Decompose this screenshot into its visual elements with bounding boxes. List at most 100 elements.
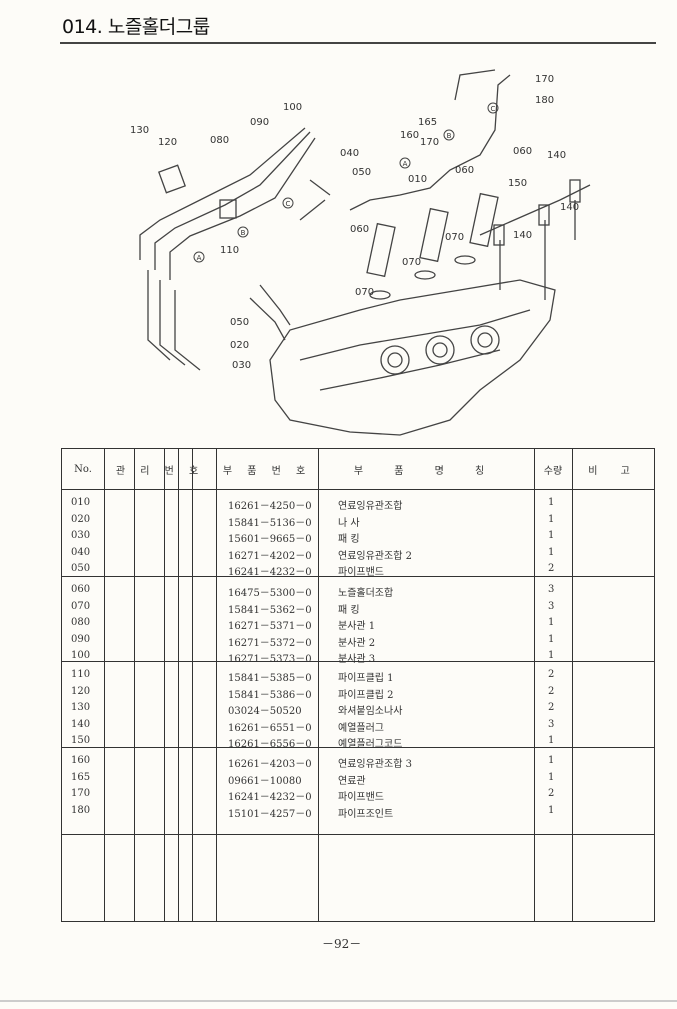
part-name: 파이프클립 1	[338, 673, 394, 684]
item-number: 170	[71, 788, 91, 799]
svg-text:140: 140	[547, 150, 566, 161]
quantity: 3	[548, 600, 555, 612]
table-row: 090 16271－5372－0 분사관 2 1	[62, 632, 654, 649]
part-number: 15101－4257－0	[228, 808, 312, 820]
quantity: 1	[548, 804, 555, 816]
item-number: 090	[71, 633, 91, 645]
item-number: 150	[71, 735, 91, 746]
quantity: 2	[548, 702, 555, 713]
nozzle-holder-2	[419, 207, 449, 263]
item-number: 060	[71, 584, 91, 595]
item-number: 110	[71, 669, 91, 680]
svg-text:040: 040	[340, 148, 359, 159]
svg-text:070: 070	[402, 257, 421, 268]
item-number: 120	[71, 685, 91, 697]
fuel-overflow-pipe	[349, 74, 511, 211]
item-number: 140	[71, 718, 91, 730]
injection-pipe-100	[169, 137, 316, 280]
header-quantity: 수량	[543, 465, 563, 477]
part-number: 15841－5386－0	[228, 689, 312, 701]
quantity: 1	[548, 617, 555, 628]
table-row: 110 15841－5385－0 파이프클립 1 2	[62, 667, 654, 684]
part-number: 15841－5136－0	[228, 517, 312, 529]
part-number: 16261－6556－0	[228, 739, 312, 750]
item-number: 010	[71, 497, 91, 508]
svg-text:140: 140	[560, 202, 579, 213]
quantity: 1	[548, 546, 555, 558]
part-number: 09661－10080	[228, 775, 302, 787]
part-number: 16271－4202－0	[228, 550, 312, 562]
header-part-name: 부 품 명 칭	[353, 465, 499, 477]
injection-pipe-080	[139, 127, 306, 260]
item-number: 050	[71, 563, 91, 574]
quantity: 2	[548, 788, 555, 799]
part-number: 16271－5373－0	[228, 654, 312, 665]
part-number: 15601－9665－0	[228, 534, 312, 545]
part-number: 16261－4250－0	[228, 501, 312, 512]
svg-text:160: 160	[400, 130, 419, 141]
svg-text:A: A	[403, 160, 408, 168]
svg-text:150: 150	[508, 178, 527, 189]
svg-text:120: 120	[158, 137, 177, 148]
item-number: 030	[71, 530, 91, 541]
title-underline	[60, 42, 656, 44]
table-row: 140 16261－6551－0 예열플러그 3	[62, 717, 654, 734]
svg-text:170: 170	[535, 74, 554, 85]
part-name: 와셔붙임소나사	[338, 706, 403, 717]
item-number: 100	[71, 650, 91, 661]
part-number: 16271－5372－0	[228, 637, 312, 649]
svg-text:B: B	[447, 132, 452, 140]
item-number: 165	[71, 771, 91, 783]
svg-text:020: 020	[230, 340, 249, 351]
part-name: 예열플러그	[338, 722, 384, 734]
nozzle-holder-1	[366, 222, 396, 278]
svg-text:070: 070	[355, 287, 374, 298]
part-name: 패 킹	[338, 534, 360, 545]
svg-text:130: 130	[130, 125, 149, 136]
quantity: 1	[548, 771, 555, 783]
svg-text:060: 060	[350, 224, 369, 235]
svg-text:140: 140	[513, 230, 532, 241]
quantity: 3	[548, 718, 555, 730]
item-number: 040	[71, 546, 91, 558]
quantity: 1	[548, 633, 555, 645]
part-number: 15841－5385－0	[228, 673, 312, 684]
item-number: 160	[71, 755, 91, 766]
part-number: 16261－4203－0	[228, 759, 312, 770]
part-name: 분사관 3	[338, 654, 376, 665]
part-name: 분사관 1	[338, 621, 376, 632]
part-name: 분사관 2	[338, 637, 376, 649]
svg-text:050: 050	[230, 317, 249, 328]
part-number: 16271－5371－0	[228, 621, 312, 632]
part-name: 파이프조인트	[338, 808, 394, 820]
svg-text:030: 030	[232, 360, 251, 371]
item-number: 070	[71, 600, 91, 612]
part-name: 연료잉유관조합 2	[338, 550, 412, 562]
svg-text:090: 090	[250, 117, 269, 128]
page-title: 014. 노즐홀더그룹	[62, 16, 210, 38]
svg-text:070: 070	[445, 232, 464, 243]
part-number: 16261－6551－0	[228, 722, 312, 734]
page-number: －92－	[322, 937, 362, 951]
svg-text:C: C	[491, 105, 496, 113]
part-number: 03024－50520	[228, 706, 302, 717]
svg-text:180: 180	[535, 95, 554, 106]
svg-text:B: B	[241, 229, 246, 237]
quantity: 2	[548, 563, 555, 574]
quantity: 2	[548, 685, 555, 697]
header-part-number: 부 품 번 호	[222, 465, 312, 477]
svg-text:165: 165	[418, 117, 437, 128]
quantity: 2	[548, 669, 555, 680]
engine-block-outline	[269, 279, 556, 436]
item-number: 180	[71, 804, 91, 816]
